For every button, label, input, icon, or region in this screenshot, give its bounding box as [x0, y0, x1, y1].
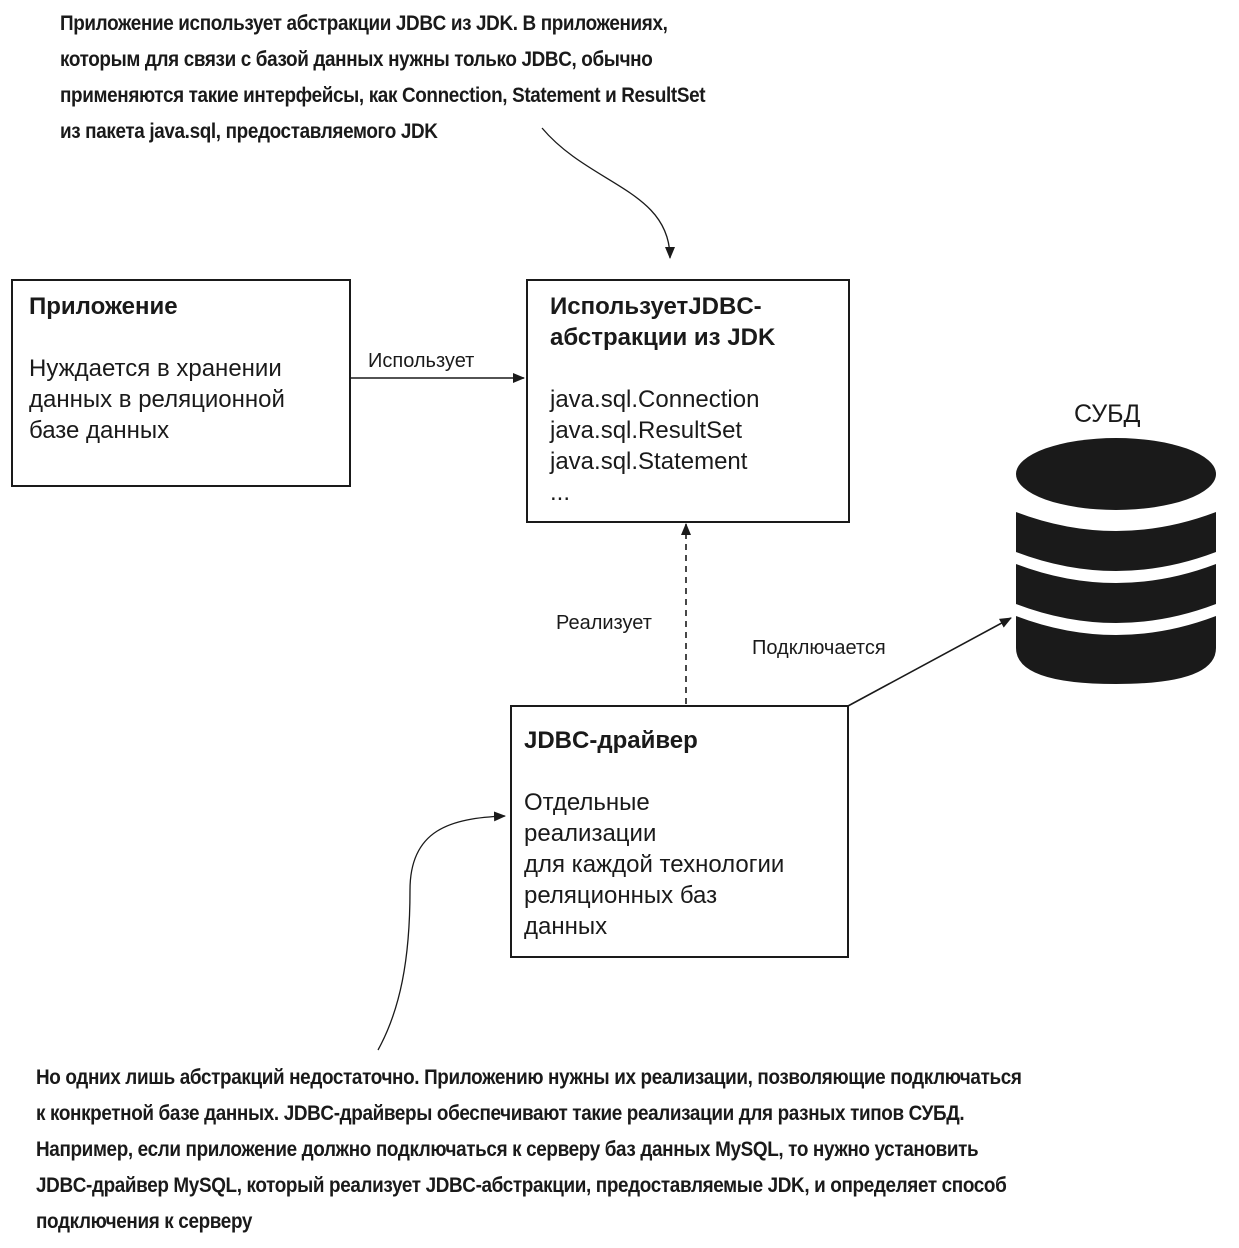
bottom-annotation-line: подключения к серверу: [36, 1210, 253, 1233]
jdbc-driver-box: JDBC-драйвер Отдельные реализации для ка…: [510, 705, 849, 958]
application-title: Приложение: [29, 293, 178, 320]
top-note-pointer: [541, 127, 675, 259]
jdbc-interface-item: java.sql.ResultSet: [550, 417, 743, 444]
uses-label: Использует: [368, 350, 475, 372]
jdbc-driver-text-line: реализации: [524, 820, 657, 847]
jdbc-interface-item: java.sql.Connection: [550, 386, 760, 413]
top-annotation-line: применяются такие интерфейсы, как Connec…: [60, 84, 706, 107]
bottom-annotation-line: Например, если приложение должно подключ…: [36, 1138, 979, 1161]
jdbc-driver-text-line: реляционных баз: [524, 882, 718, 909]
jdbc-driver-text-line: для каждой технологии: [524, 851, 785, 878]
connects-arrow: [847, 617, 1012, 707]
top-annotation-line: которым для связи с базой данных нужны т…: [60, 48, 653, 71]
top-annotation: Приложение использует абстракции JDBC из…: [60, 6, 706, 150]
database-icon: [1016, 438, 1216, 684]
bottom-note-pointer: [377, 811, 506, 1051]
bottom-annotation-line: к конкретной базе данных. JDBC-драйверы …: [36, 1102, 965, 1125]
application-text-line: базе данных: [29, 417, 170, 444]
bottom-annotation-line: Но одних лишь абстракций недостаточно. П…: [36, 1066, 1022, 1089]
application-text-line: данных в реляционной: [29, 386, 285, 413]
jdbc-driver-text-line: данных: [524, 913, 608, 940]
dbms-label: СУБД: [1074, 400, 1141, 428]
implements-label: Реализует: [556, 612, 652, 634]
jdbc-driver-title: JDBC-драйвер: [524, 727, 698, 754]
jdbc-abstractions-box: ИспользуетJDBC- абстракции из JDK java.s…: [526, 279, 850, 523]
jdbc-interface-item: ...: [550, 479, 571, 506]
top-annotation-line: из пакета java.sql, предоставляемого JDK: [60, 120, 438, 143]
connects-label: Подключается: [752, 637, 886, 659]
bottom-annotation: Но одних лишь абстракций недостаточно. П…: [36, 1060, 1022, 1240]
jdbc-interface-item: java.sql.Statement: [550, 448, 748, 475]
jdbc-driver-text-line: Отдельные: [524, 789, 650, 816]
jdbc-abstractions-title-line: абстракции из JDK: [550, 324, 776, 351]
application-text-line: Нуждается в хранении: [29, 355, 282, 382]
application-box: Приложение Нуждается в хранении данных в…: [11, 279, 351, 487]
top-annotation-line: Приложение использует абстракции JDBC из…: [60, 12, 668, 35]
jdbc-abstractions-title-line: ИспользуетJDBC-: [550, 293, 762, 320]
bottom-annotation-line: JDBC-драйвер MySQL, который реализует JD…: [36, 1174, 1007, 1197]
